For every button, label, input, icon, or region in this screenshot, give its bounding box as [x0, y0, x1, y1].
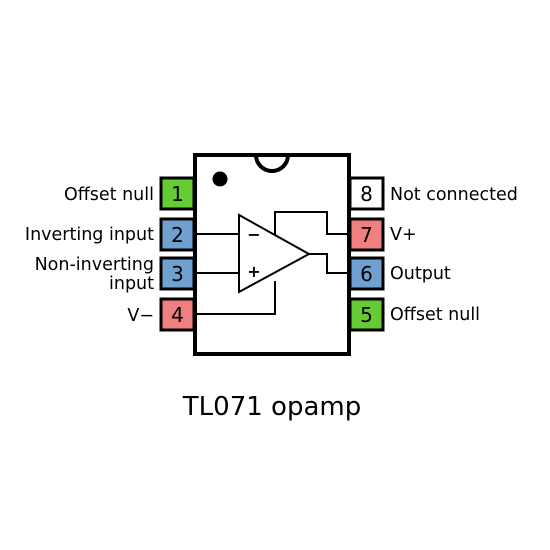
pin-1: 1 [159, 176, 196, 211]
pin-3: 3 [159, 256, 196, 291]
pin-8-number: 8 [360, 182, 373, 206]
pin-7-box [348, 217, 385, 252]
pin-8: 8 [348, 176, 385, 211]
pin-7: 7 [348, 217, 385, 252]
pin-5-number: 5 [360, 303, 373, 327]
pin-2-number: 2 [171, 223, 184, 247]
pin-4-box [159, 297, 196, 332]
pin-3-box [159, 256, 196, 291]
pin-8-label: Not connected [390, 185, 518, 205]
pin-3-label-line1: Non-inverting [35, 255, 154, 275]
pin-6-number: 6 [360, 262, 373, 286]
pin1-marker-dot [212, 171, 228, 187]
pin-1-number: 1 [171, 182, 184, 206]
pin-7-label: V+ [390, 225, 417, 245]
inverting-sign: − [247, 225, 260, 244]
pin-6-box [348, 256, 385, 291]
pin-5: 5 [348, 297, 385, 332]
pin-4-number: 4 [171, 303, 184, 327]
pin1-notch [254, 154, 290, 173]
pin-2-box [159, 217, 196, 252]
pin-3-number: 3 [171, 262, 184, 286]
pin-2-label: Inverting input [25, 225, 154, 245]
noninverting-sign: + [247, 262, 260, 281]
pin-5-label: Offset null [390, 305, 480, 325]
pin-6: 6 [348, 256, 385, 291]
pin-3-label-line2: input [109, 274, 154, 294]
pin-4-label: V− [127, 306, 154, 326]
opamp-triangle-symbol [238, 213, 312, 294]
pin-1-box [159, 176, 196, 211]
pin-8-box [348, 176, 385, 211]
pin-1-label: Offset null [64, 185, 154, 205]
diagram-caption: TL071 opamp [182, 392, 361, 422]
internal-wiring [195, 211, 349, 315]
pin-5-box [348, 297, 385, 332]
pin-7-number: 7 [360, 223, 373, 247]
pin-4: 4 [159, 297, 196, 332]
wire-v-minus [195, 281, 276, 315]
pin-6-label: Output [390, 264, 451, 284]
pin-2: 2 [159, 217, 196, 252]
wire-output [309, 253, 349, 274]
wire-v-plus [274, 211, 349, 242]
